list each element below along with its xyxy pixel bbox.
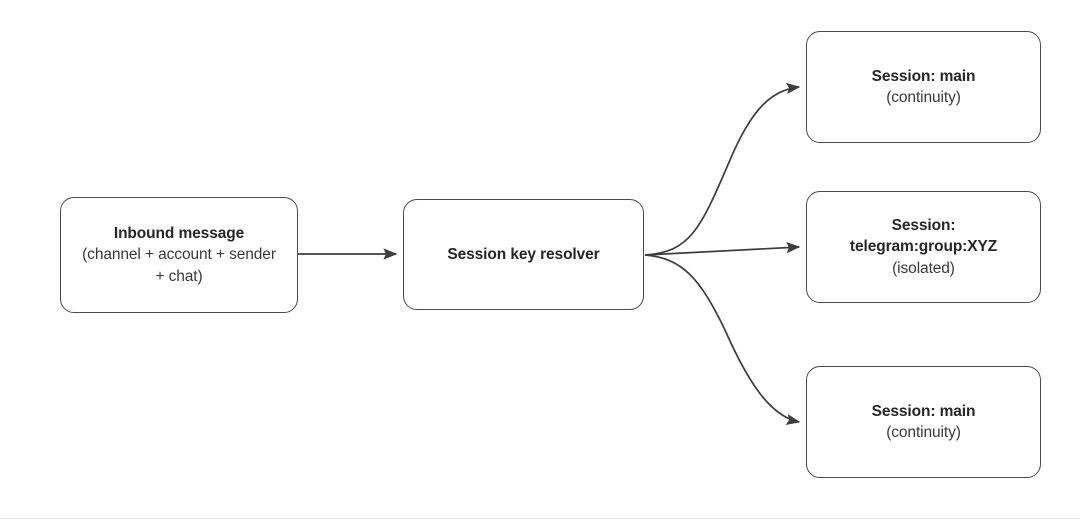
node-session-main-top-title: Session: main xyxy=(871,67,976,85)
node-session-telegram-group-subtitle: (isolated) xyxy=(892,259,955,277)
node-inbound-message[interactable]: Inbound message (channel + account + sen… xyxy=(60,197,298,313)
node-inbound-message-title: Inbound message xyxy=(113,224,245,242)
edge-resolver-to-session-main-top xyxy=(644,82,801,256)
node-session-main-top[interactable]: Session: main (continuity) xyxy=(806,31,1041,143)
node-session-main-bottom[interactable]: Session: main (continuity) xyxy=(806,366,1041,478)
bottom-divider xyxy=(0,518,1080,519)
node-session-key-resolver-title: Session key resolver xyxy=(447,245,600,263)
node-session-main-bottom-title: Session: main xyxy=(871,402,976,420)
node-session-main-bottom-subtitle: (continuity) xyxy=(886,424,961,441)
node-session-main-top-subtitle: (continuity) xyxy=(886,89,961,106)
node-session-telegram-group-title: Session: telegram:group:XYZ xyxy=(849,216,998,256)
edge-resolver-to-session-telegram-group xyxy=(644,242,801,256)
node-inbound-message-subtitle: (channel + account + sender + chat) xyxy=(82,246,276,285)
node-session-key-resolver[interactable]: Session key resolver xyxy=(403,199,644,310)
edge-resolver-to-session-main-bottom xyxy=(644,254,801,425)
node-session-telegram-group[interactable]: Session: telegram:group:XYZ (isolated) xyxy=(806,191,1041,303)
